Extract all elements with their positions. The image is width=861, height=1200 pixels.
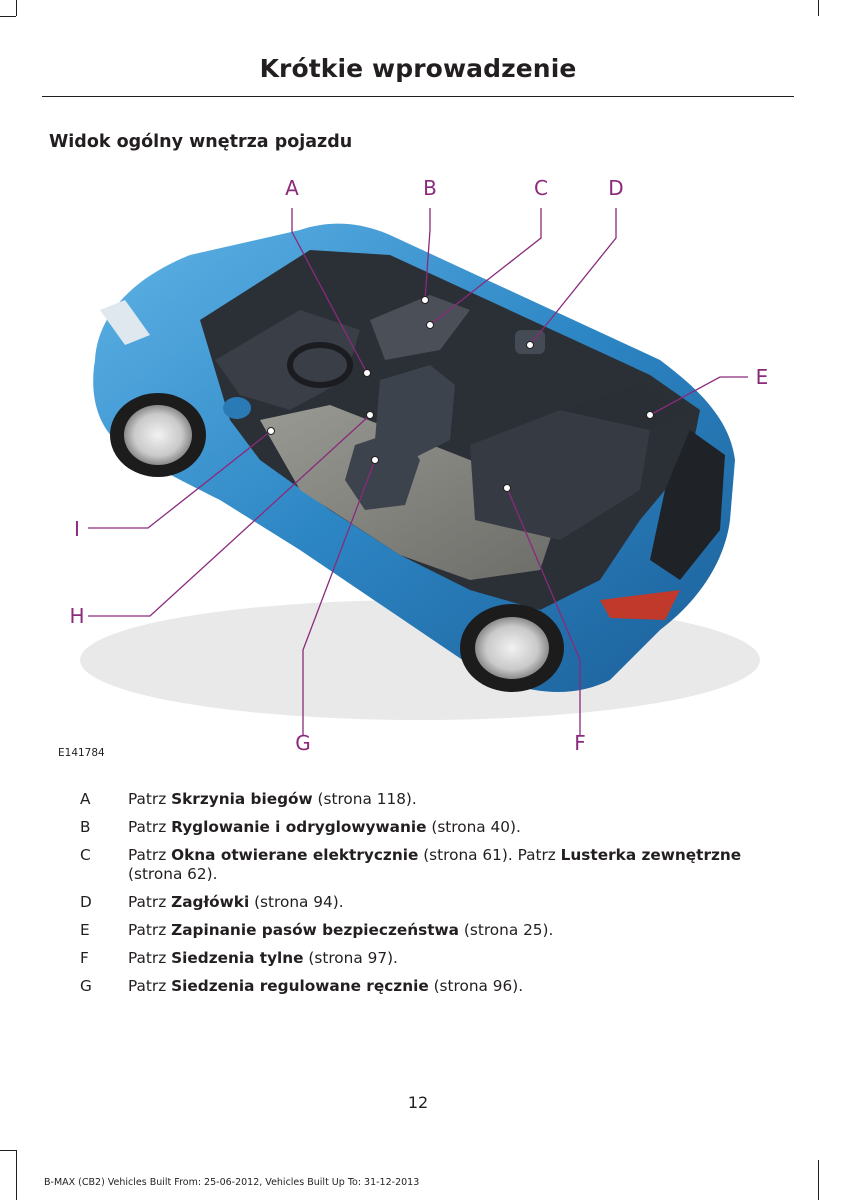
- legend-page-ref-2: (strona 62).: [128, 865, 217, 883]
- callout-dot-g: [372, 457, 379, 464]
- page-number: 12: [0, 1093, 836, 1112]
- legend-page-ref: (strona 96).: [434, 977, 523, 995]
- legend-prefix: Patrz: [128, 846, 166, 864]
- callout-dot-b: [422, 297, 429, 304]
- crop-mark-top-right-v: [818, 0, 819, 16]
- legend-letter: C: [80, 846, 91, 865]
- legend-item-g: G Patrz Siedzenia regulowane ręcznie (st…: [80, 977, 800, 996]
- crop-mark-bottom-left-h: [0, 1150, 16, 1151]
- legend-item-d: D Patrz Zagłówki (strona 94).: [80, 893, 800, 912]
- callout-label-i: I: [74, 517, 80, 541]
- callout-dot-e: [647, 412, 654, 419]
- legend-link[interactable]: Ryglowanie i odryglowywanie: [171, 818, 426, 836]
- callout-dot-c: [427, 322, 434, 329]
- legend-letter: B: [80, 818, 91, 837]
- front-wheel-rim: [124, 405, 192, 465]
- callout-label-b: B: [423, 176, 437, 200]
- legend-prefix: Patrz: [128, 790, 166, 808]
- legend-page-ref: (strona 94).: [254, 893, 343, 911]
- legend-item-f: F Patrz Siedzenia tylne (strona 97).: [80, 949, 800, 968]
- side-mirror: [223, 397, 251, 419]
- legend-prefix: Patrz: [128, 949, 166, 967]
- legend-link[interactable]: Okna otwierane elektrycznie: [171, 846, 418, 864]
- crop-mark-bottom-left-v: [16, 1150, 17, 1200]
- legend-letter: G: [80, 977, 92, 996]
- callout-dot-d: [527, 342, 534, 349]
- legend-link[interactable]: Siedzenia regulowane ręcznie: [171, 977, 429, 995]
- legend-page-ref: (strona 97).: [308, 949, 397, 967]
- legend-item-a: A Patrz Skrzynia biegów (strona 118).: [80, 790, 800, 809]
- callout-label-f: F: [574, 731, 586, 755]
- section-title: Widok ogólny wnętrza pojazdu: [49, 132, 352, 152]
- legend-link[interactable]: Siedzenia tylne: [171, 949, 303, 967]
- page-title: Krótkie wprowadzenie: [0, 54, 836, 83]
- legend-item-e: E Patrz Zapinanie pasów bezpieczeństwa (…: [80, 921, 800, 940]
- legend-link[interactable]: Skrzynia biegów: [171, 790, 313, 808]
- legend-page-ref: (strona 118).: [318, 790, 417, 808]
- callout-label-h: H: [69, 604, 84, 628]
- legend-prefix: Patrz: [128, 818, 166, 836]
- legend-letter: A: [80, 790, 90, 809]
- callout-label-g: G: [295, 731, 311, 755]
- callout-dot-h: [367, 412, 374, 419]
- footer-text: B-MAX (CB2) Vehicles Built From: 25-06-2…: [44, 1177, 419, 1188]
- legend-prefix: Patrz: [128, 921, 166, 939]
- rear-wheel-rim: [475, 617, 549, 679]
- legend-link[interactable]: Zapinanie pasów bezpieczeństwa: [171, 921, 459, 939]
- figure-code: E141784: [58, 747, 105, 759]
- callout-label-c: C: [534, 176, 548, 200]
- legend-prefix: Patrz: [128, 893, 166, 911]
- legend-item-c: C Patrz Okna otwierane elektrycznie (str…: [80, 846, 800, 884]
- callout-dot-i: [268, 428, 275, 435]
- legend-letter: E: [80, 921, 90, 940]
- callout-dot-a: [364, 370, 371, 377]
- legend-prefix-2: Patrz: [518, 846, 556, 864]
- legend-letter: F: [80, 949, 89, 968]
- legend-prefix: Patrz: [128, 977, 166, 995]
- vehicle-illustration: A B C D E F G H I: [0, 160, 861, 780]
- legend-letter: D: [80, 893, 92, 912]
- header-rule: [42, 96, 794, 97]
- callout-label-e: E: [756, 365, 769, 389]
- callout-label-d: D: [608, 176, 623, 200]
- legend-page-ref: (strona 40).: [431, 818, 520, 836]
- callout-label-a: A: [285, 176, 299, 200]
- legend-list: A Patrz Skrzynia biegów (strona 118). B …: [80, 790, 800, 1005]
- crop-mark-top-left-h: [0, 16, 16, 17]
- legend-item-b: B Patrz Ryglowanie i odryglowywanie (str…: [80, 818, 800, 837]
- legend-page-ref: (strona 25).: [464, 921, 553, 939]
- crop-mark-top-left-v: [16, 0, 17, 16]
- legend-page-ref: (strona 61).: [423, 846, 512, 864]
- callout-dot-f: [504, 485, 511, 492]
- legend-link[interactable]: Zagłówki: [171, 893, 249, 911]
- legend-link-2[interactable]: Lusterka zewnętrzne: [561, 846, 742, 864]
- crop-mark-bottom-right-v: [818, 1160, 819, 1200]
- vehicle-interior-figure: A B C D E F G H I: [0, 160, 861, 780]
